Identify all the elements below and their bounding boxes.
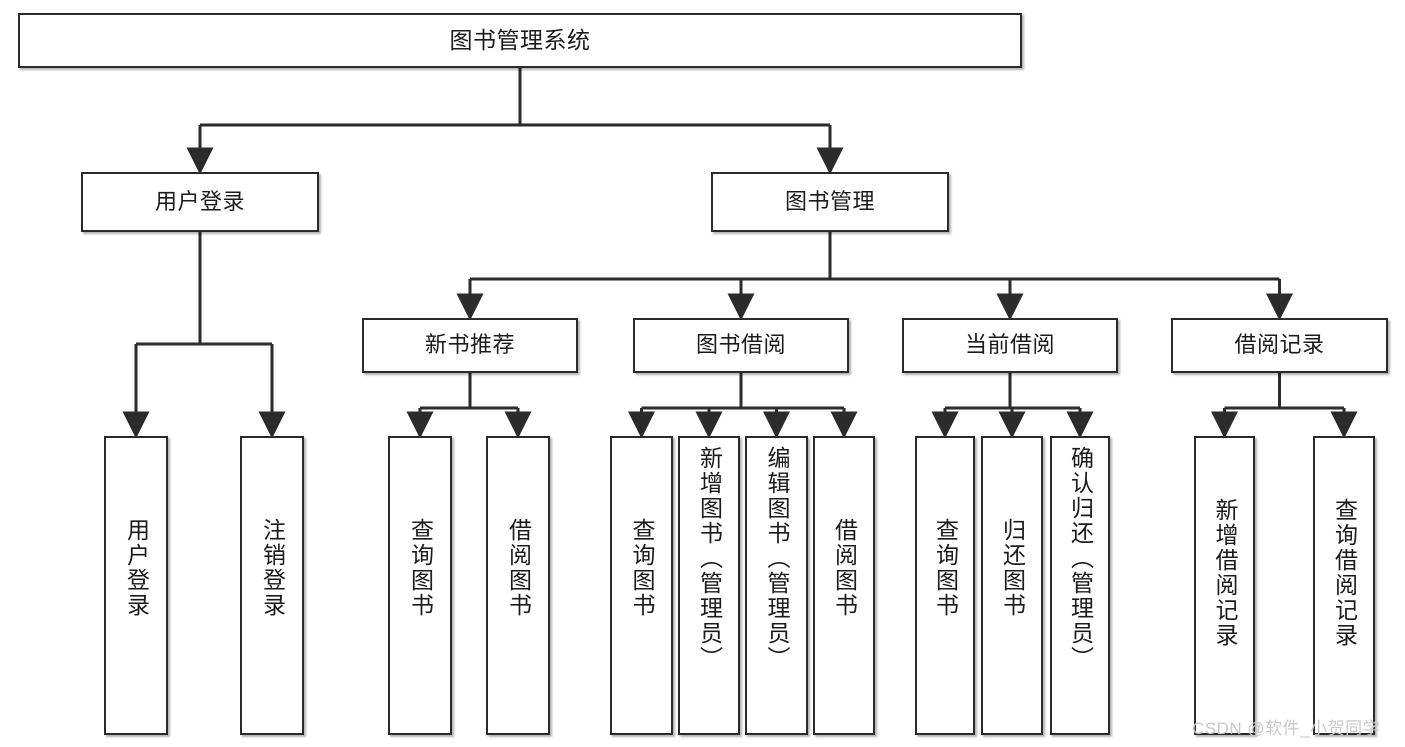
node-label: 查询图书 [629, 518, 655, 618]
node-label: 查询借阅记录 [1331, 498, 1358, 648]
node-label: 当前借阅 [964, 332, 1055, 358]
node-label: 查询图书 [932, 518, 959, 618]
node-label: 借阅图书 [831, 518, 858, 618]
node-user-login[interactable]: 用户登录 [81, 172, 319, 232]
node-new-book-recommend[interactable]: 新书推荐 [362, 318, 578, 373]
node-label: 归还图书 [999, 518, 1026, 618]
node-label: 图书管理 [784, 188, 875, 214]
node-leaf-query-borrow-record[interactable]: 查询借阅记录 [1313, 436, 1375, 735]
node-label: 用户登录 [154, 188, 245, 214]
node-current-borrow[interactable]: 当前借阅 [902, 318, 1118, 373]
node-leaf-return-book[interactable]: 归还图书 [981, 436, 1043, 735]
node-leaf-borrow-book-2[interactable]: 借阅图书 [813, 436, 875, 735]
node-label: 确认归还（管理员） [1067, 446, 1094, 671]
node-leaf-confirm-return[interactable]: 确认归还（管理员） [1050, 436, 1110, 735]
node-label: 图书管理系统 [449, 26, 591, 53]
node-label: 借阅图书 [505, 518, 532, 618]
node-borrow-record[interactable]: 借阅记录 [1171, 318, 1388, 373]
node-label: 新增借阅记录 [1212, 498, 1238, 648]
node-label: 借阅记录 [1234, 332, 1325, 358]
node-leaf-user-login[interactable]: 用户登录 [104, 436, 168, 735]
node-leaf-edit-book-admin[interactable]: 编辑图书（管理员） [745, 436, 808, 735]
node-label: 新增图书（管理员） [696, 446, 723, 671]
node-leaf-add-borrow-record[interactable]: 新增借阅记录 [1194, 436, 1255, 735]
csdn-watermark: CSDN @软件_小贺同学 [1192, 719, 1381, 738]
node-label: 编辑图书（管理员） [764, 446, 790, 671]
node-leaf-borrow-book-1[interactable]: 借阅图书 [486, 436, 550, 735]
node-leaf-query-book-2[interactable]: 查询图书 [610, 436, 673, 735]
node-leaf-query-book-3[interactable]: 查询图书 [915, 436, 975, 735]
node-leaf-query-book-1[interactable]: 查询图书 [388, 436, 452, 735]
node-label: 用户登录 [123, 518, 150, 618]
node-leaf-add-book-admin[interactable]: 新增图书（管理员） [678, 436, 740, 735]
node-leaf-logout-login[interactable]: 注销登录 [240, 436, 304, 735]
node-label: 新书推荐 [424, 332, 515, 358]
node-label: 注销登录 [259, 518, 286, 618]
node-root[interactable]: 图书管理系统 [18, 13, 1022, 68]
node-label: 图书借阅 [695, 332, 786, 358]
node-book-borrow[interactable]: 图书借阅 [633, 318, 849, 373]
node-book-manage[interactable]: 图书管理 [711, 172, 949, 232]
node-label: 查询图书 [407, 518, 434, 618]
